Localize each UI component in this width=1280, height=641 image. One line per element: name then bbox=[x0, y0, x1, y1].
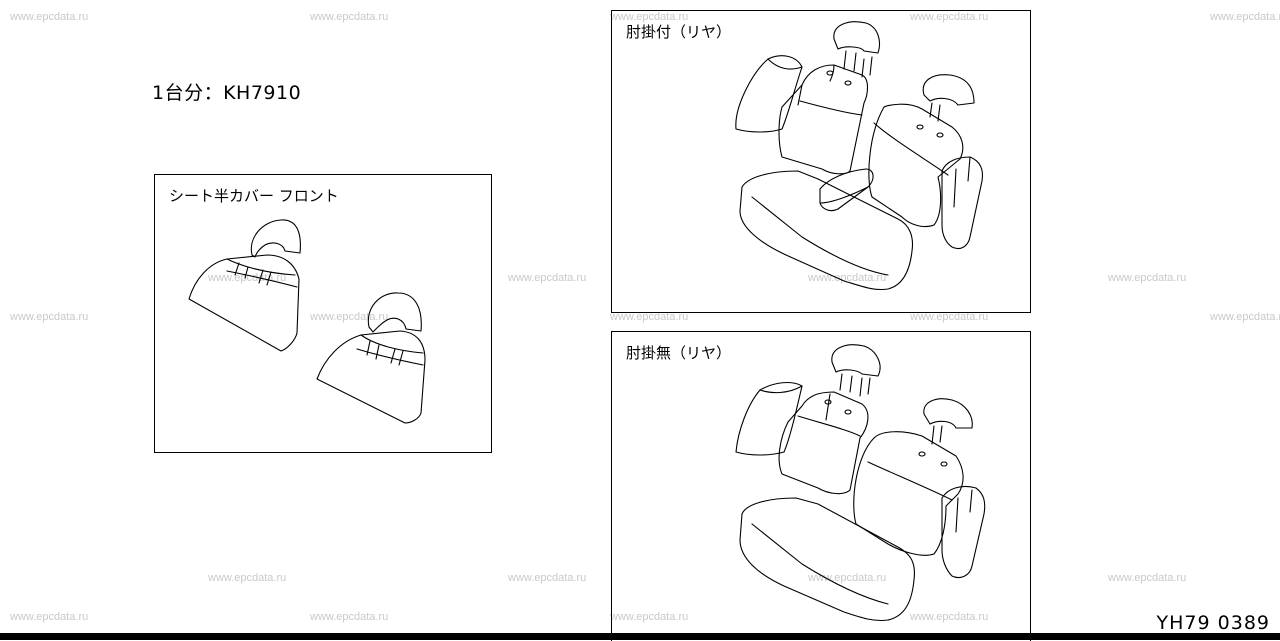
watermark: www.epcdata.ru bbox=[808, 272, 887, 284]
watermark: www.epcdata.ru bbox=[310, 11, 389, 23]
right-front-cover bbox=[316, 330, 426, 424]
watermark: www.epcdata.ru bbox=[1210, 311, 1280, 323]
left-headrest bbox=[250, 219, 301, 258]
watermark: www.epcdata.ru bbox=[910, 311, 989, 323]
right-headrest bbox=[367, 292, 422, 333]
watermark: www.epcdata.ru bbox=[310, 611, 389, 623]
rear-seat-without-armrest-drawing bbox=[735, 344, 986, 622]
watermark: www.epcdata.ru bbox=[508, 272, 587, 284]
watermark: www.epcdata.ru bbox=[10, 11, 89, 23]
watermark: www.epcdata.ru bbox=[1108, 272, 1187, 284]
watermark: www.epcdata.ru bbox=[910, 611, 989, 623]
watermark: www.epcdata.ru bbox=[808, 572, 887, 584]
watermark: www.epcdata.ru bbox=[910, 11, 989, 23]
rear-without-armrest-label: 肘掛無（リヤ） bbox=[626, 344, 732, 362]
left-front-cover bbox=[188, 254, 300, 352]
watermark: www.epcdata.ru bbox=[610, 611, 689, 623]
watermark: www.epcdata.ru bbox=[1210, 11, 1280, 23]
watermark: www.epcdata.ru bbox=[208, 572, 287, 584]
watermark: www.epcdata.ru bbox=[610, 311, 689, 323]
diagram-code: YH79 0389 bbox=[1154, 612, 1272, 634]
watermark: www.epcdata.ru bbox=[508, 572, 587, 584]
watermark: www.epcdata.ru bbox=[10, 311, 89, 323]
watermark: www.epcdata.ru bbox=[208, 272, 287, 284]
set-quantity-label: 1台分：KH7910 bbox=[152, 82, 302, 104]
rear-with-armrest-label: 肘掛付（リヤ） bbox=[626, 23, 732, 41]
watermark: www.epcdata.ru bbox=[10, 611, 89, 623]
bottom-bar bbox=[0, 633, 1280, 640]
front-seat-cover-panel: シート半カバー フロント bbox=[154, 174, 492, 453]
watermark: www.epcdata.ru bbox=[1108, 572, 1187, 584]
front-seat-cover-label: シート半カバー フロント bbox=[169, 187, 339, 205]
front-seat-covers-drawing bbox=[188, 219, 426, 424]
rear-seat-with-armrest-panel: 肘掛付（リヤ） bbox=[611, 10, 1031, 313]
watermark: www.epcdata.ru bbox=[610, 11, 689, 23]
rear-seat-with-armrest-drawing bbox=[735, 21, 984, 291]
rear-seat-without-armrest-panel: 肘掛無（リヤ） bbox=[611, 331, 1031, 641]
